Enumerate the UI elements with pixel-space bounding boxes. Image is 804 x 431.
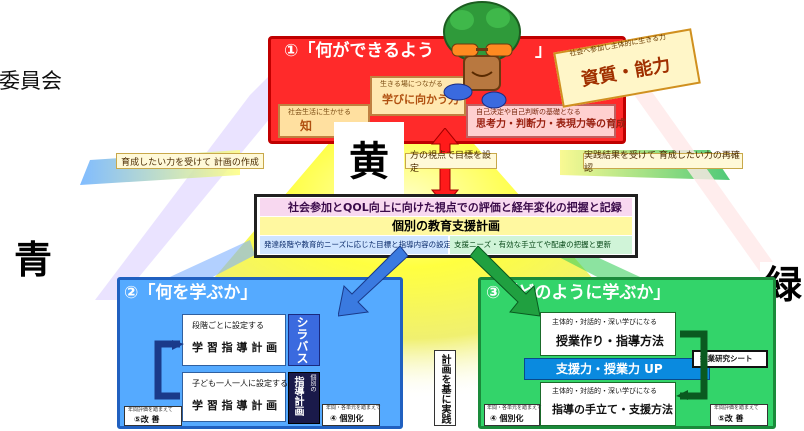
green-card-2-caption: 主体的・対話的・深い学びになる [552,387,657,395]
blue-foot-left [124,406,182,426]
support-plan-right-row [450,236,632,254]
individual-plan-label: 指導計画 [292,376,303,416]
blue-foot-left-label: ⑤改 善 [134,415,160,424]
box-knowledge-caption: 社会生活に生かせる [288,108,351,116]
green-card-2 [540,382,676,426]
box-motivation-label: 学びに向かう力 [382,93,459,106]
label-blue-box [0,230,74,292]
green-arrow-icon [470,246,540,317]
blue-foot-right-label: ④ 個別化 [330,414,364,423]
top-panel-title: ①「何ができるよう [284,41,435,61]
box-thinking-caption: 自己決定や自己判断の基礎となる [476,108,581,116]
support-plan-top-row [260,198,632,216]
right-diagonal-band [620,75,800,300]
blue-card-2 [182,372,286,422]
blue-card-2-caption: 子ども一人一人に設定する [192,379,288,388]
center-practice-label: 計画を基に実践 [439,354,450,424]
blue-card-1-label: 学 習 指 導 計 画 [192,341,278,354]
support-plan-title: 個別の教育支援計画 [392,219,501,233]
green-foot-left [484,404,540,426]
green-foot-right-caption: 年間評価を踏まえて [714,405,759,411]
green-card-1-caption: 主体的・対話的・深い学びになる [552,318,657,326]
box-motivation-caption: 生きる場につながる [380,80,443,88]
blue-panel-title: ②「何を学ぶか」 [124,283,258,303]
blue-foot-right [322,404,380,426]
blue-foot-right-caption: 年間・各単元を踏まえて [326,405,381,411]
green-mid-band [524,358,710,380]
green-card-1 [540,312,676,356]
pill-left: 育成したい力を受けて 計画の作成 [116,153,264,169]
green-card-1-label: 授業作り・指導方法 [556,334,665,348]
individual-plan-caption: 個別の [309,374,316,392]
lesson-sheet-label: 授業研究シート [700,354,753,363]
support-plan-needs: 支援ニーズ・有効な手立てや配慮の把握と更新 [454,240,612,249]
left-diagonal-band [95,75,285,300]
green-foot-right-label: ⑤改 善 [718,414,744,423]
green-card-2-label: 指導の手立て・支援方法 [552,403,673,416]
pill-right: 実践結果を受けて 育成したい力の再確認 [583,151,743,174]
pill-mid: 方の視点で目標を設定 [405,151,497,174]
label-yellow: 黄 [349,139,389,185]
blue-card-1 [182,314,286,366]
green-mid-label: 支援力・授業力 UP [556,362,663,376]
blue-foot-left-caption: 年間評価を踏まえて [128,407,173,413]
tree-mascot-icon [443,1,521,109]
top-panel-title-tail: 」 [535,41,552,61]
green-foot-left-caption: 年間・各単元を踏まえて [487,405,542,411]
label-blue: 青 [14,238,53,282]
cycle-arrow-left-icon [154,340,184,400]
center-practice-column [434,350,456,426]
box-thinking [466,104,616,138]
label-yellow-box: 黄 [334,122,404,194]
blue-card-1-caption: 段階ごとに設定する [192,321,264,330]
box-thinking-label: 思考力・判断力・表現力等の育成 [476,119,626,130]
cycle-arrow-right-icon [676,330,708,400]
syllabus-label: シラバス [295,316,309,364]
cropped-heading-fragment: 委員会 [0,69,62,93]
individual-plan-tag [288,372,320,424]
support-plan-goals: 発達段階や教育的ニーズに応じた目標と指導内容の設定 [264,240,452,249]
box-knowledge-label: 知 [300,119,313,133]
syllabus-tag [288,314,320,366]
green-foot-right [710,404,768,426]
lesson-sheet-tag [692,350,768,368]
blue-card-2-label: 学 習 指 導 計 画 [192,399,278,412]
support-plan-title-row [260,217,632,235]
support-plan-evaluation: 社会参加とQOL向上に向けた視点での評価と経年変化の把握と記録 [288,201,622,214]
green-foot-left-label: ④ 個別化 [490,414,524,423]
blue-arrow-icon [338,246,408,317]
